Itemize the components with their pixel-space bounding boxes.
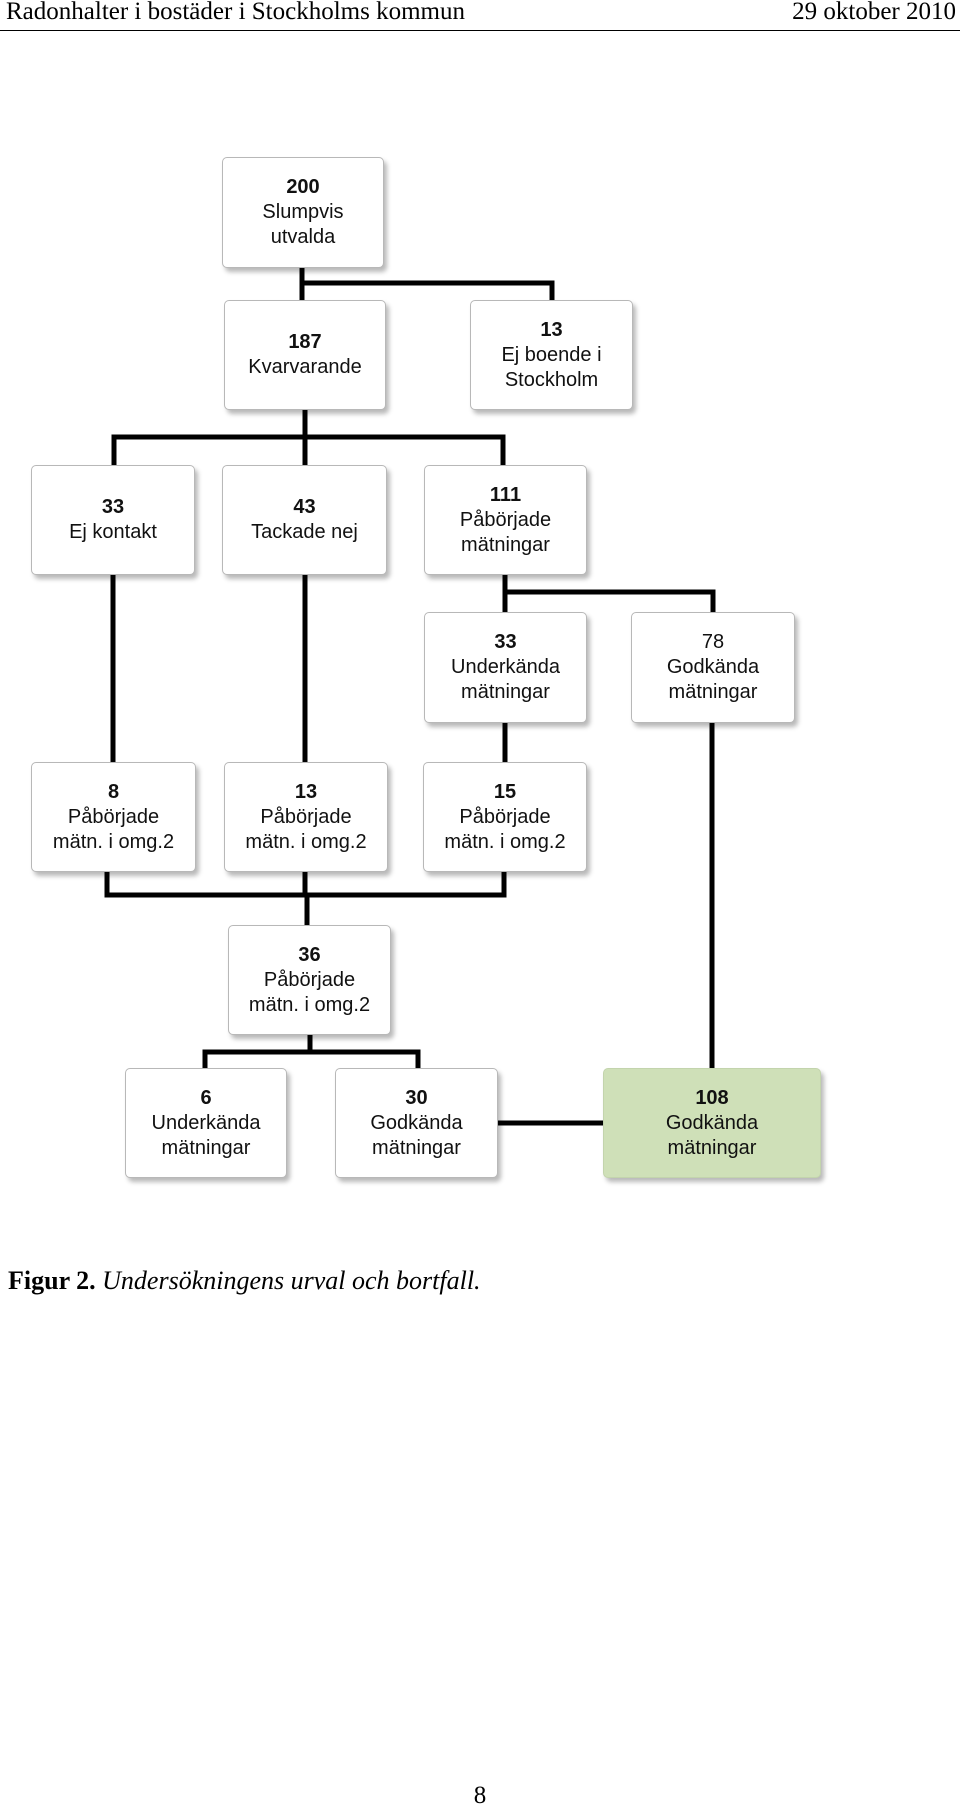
node-count: 36 — [298, 943, 321, 966]
node-label: Påbörjade — [260, 805, 352, 828]
node-label: utvalda — [270, 226, 336, 248]
node-label: Påbörjade — [459, 508, 552, 531]
connector-187-branches — [111, 434, 506, 468]
connector-111-to-78 — [502, 589, 716, 615]
node-36-paborjade-omg2: 36 Påbörjade mätn. i omg.2 — [228, 925, 391, 1035]
node-label: mätningar — [668, 681, 758, 703]
connector-36-split — [202, 1049, 421, 1071]
node-label: mätningar — [372, 1136, 461, 1159]
node-200-slumpvis-utvalda: 200 Slumpvis utvalda — [222, 157, 384, 268]
node-label: Godkända — [666, 656, 760, 678]
node-count: 13 — [294, 780, 318, 803]
node-count: 33 — [494, 631, 517, 653]
node-label: mätn. i omg.2 — [52, 830, 175, 853]
node-count: 200 — [286, 176, 320, 198]
connector-200-to-13 — [299, 280, 555, 303]
node-187-kvarvarande: 187 Kvarvarande — [224, 300, 386, 410]
node-label: mätningar — [161, 1136, 251, 1159]
node-label: Ej boende i — [501, 343, 602, 366]
node-count: 15 — [493, 780, 517, 803]
figure-caption-label: Figur 2. — [8, 1266, 96, 1295]
node-count: 187 — [288, 331, 322, 353]
node-13-ej-boende: 13 Ej boende i Stockholm — [470, 300, 633, 410]
figure-caption: Figur 2. Undersökningens urval och bortf… — [8, 1266, 481, 1296]
page-number: 8 — [473, 1782, 487, 1809]
node-label: Slumpvis — [262, 201, 344, 223]
node-label: Påbörjade — [263, 968, 356, 991]
node-30-godkanda: 30 Godkända mätningar — [335, 1068, 498, 1178]
node-label: Underkända — [451, 656, 560, 678]
node-label: Kvarvarande — [248, 356, 362, 378]
node-13-paborjade-omg2: 13 Påbörjade mätn. i omg.2 — [224, 762, 388, 872]
node-label: Tackade nej — [251, 521, 358, 543]
node-78-godkanda: 78 Godkända mätningar — [631, 612, 795, 723]
node-count: 111 — [489, 483, 522, 506]
node-count: 6 — [200, 1086, 212, 1109]
node-15-paborjade-omg2: 15 Påbörjade mätn. i omg.2 — [423, 762, 587, 872]
node-108-godkanda-total: 108 Godkända mätningar — [603, 1068, 821, 1178]
node-43-tackade-nej: 43 Tackade nej — [222, 465, 387, 575]
node-label: mätningar — [461, 533, 550, 556]
node-label: Godkända — [370, 1111, 463, 1134]
node-count: 13 — [540, 318, 563, 341]
flowchart-connectors — [104, 265, 716, 1126]
header-date: 29 oktober 2010 — [792, 0, 956, 25]
node-label: Godkända — [665, 1111, 759, 1134]
node-label: mätn. i omg.2 — [245, 830, 367, 853]
node-label: Underkända — [151, 1111, 261, 1134]
node-8-paborjade-omg2: 8 Påbörjade mätn. i omg.2 — [31, 762, 196, 872]
node-count: 8 — [107, 780, 120, 803]
node-count: 30 — [405, 1086, 428, 1109]
page-header: Radonhalter i bostäder i Stockholms komm… — [0, 0, 960, 31]
header-title: Radonhalter i bostäder i Stockholms komm… — [6, 0, 465, 25]
node-label: mätn. i omg.2 — [444, 830, 566, 853]
node-33-ej-kontakt: 33 Ej kontakt — [31, 465, 195, 575]
node-count: 33 — [101, 496, 125, 518]
node-label: Stockholm — [504, 368, 599, 391]
node-33-underkanda: 33 Underkända mätningar — [424, 612, 587, 723]
node-6-underkanda: 6 Underkända mätningar — [125, 1068, 287, 1178]
node-label: mätningar — [461, 681, 550, 703]
node-label: mätn. i omg.2 — [248, 993, 371, 1016]
node-111-paborjade: 111 Påbörjade mätningar — [424, 465, 587, 575]
node-count: 43 — [293, 496, 316, 518]
figure-caption-text: Undersökningens urval och bortfall. — [102, 1266, 481, 1295]
node-label: Påbörjade — [459, 805, 551, 828]
node-count: 78 — [701, 631, 725, 653]
node-label: Ej kontakt — [69, 521, 157, 543]
node-count: 108 — [695, 1086, 729, 1109]
node-label: mätningar — [667, 1136, 757, 1159]
node-label: Påbörjade — [67, 805, 160, 828]
